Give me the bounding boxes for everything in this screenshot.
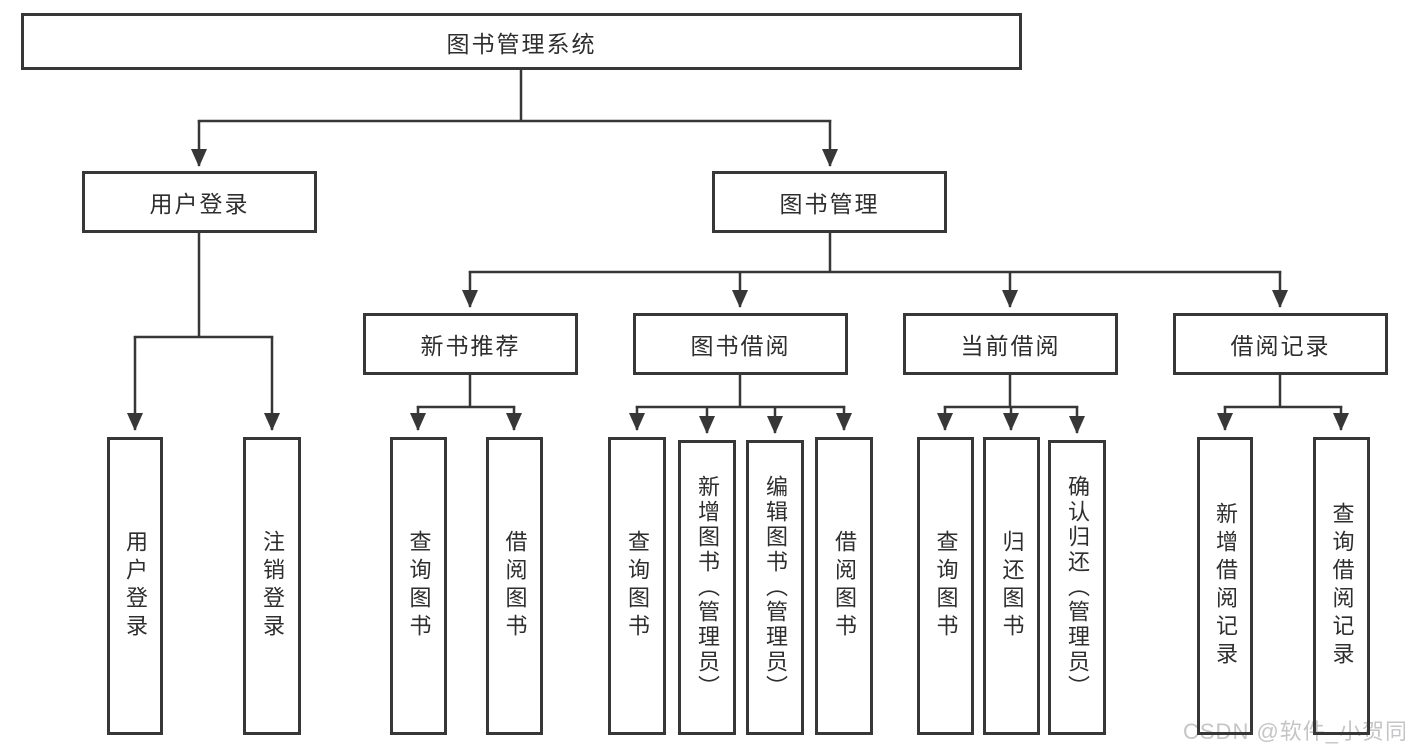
node-book-management: 图书管理 bbox=[712, 171, 947, 233]
leaf-borrow-books-recommend: 借阅图书 bbox=[486, 437, 543, 735]
leaf-edit-books-admin-label: 编辑图书（管理员） bbox=[763, 475, 788, 700]
leaf-query-books-borrow-label: 查询图书 bbox=[625, 530, 650, 642]
leaf-return-books: 归还图书 bbox=[983, 437, 1040, 735]
leaf-query-books-current-label: 查询图书 bbox=[933, 530, 959, 642]
node-root-system: 图书管理系统 bbox=[21, 13, 1022, 70]
node-new-book-recommend: 新书推荐 bbox=[363, 313, 578, 375]
leaf-borrow-books-recommend-label: 借阅图书 bbox=[502, 530, 528, 642]
connector-user-login-to-leaves bbox=[127, 233, 280, 431]
connector-root-to-level2 bbox=[191, 70, 838, 167]
csdn-watermark: CSDN @软件_小贺同学 bbox=[1183, 719, 1405, 744]
leaf-add-books-admin-label: 新增图书（管理员） bbox=[695, 475, 720, 700]
leaf-logout: 注销登录 bbox=[243, 437, 301, 735]
leaf-query-books-borrow: 查询图书 bbox=[608, 437, 666, 735]
leaf-confirm-return-admin-label: 确认归还（管理员） bbox=[1065, 475, 1090, 700]
leaf-borrow-books-label: 借阅图书 bbox=[832, 530, 857, 642]
node-user-login: 用户登录 bbox=[82, 171, 317, 233]
leaf-query-books-recommend: 查询图书 bbox=[390, 437, 447, 735]
leaf-query-books-recommend-label: 查询图书 bbox=[406, 530, 432, 642]
leaf-add-books-admin: 新增图书（管理员） bbox=[678, 440, 736, 735]
node-borrow-records: 借阅记录 bbox=[1173, 313, 1388, 375]
leaf-return-books-label: 归还图书 bbox=[999, 530, 1025, 642]
connector-borrow-records-to-leaves bbox=[1217, 375, 1349, 431]
connector-book-borrow-to-leaves bbox=[629, 375, 852, 434]
node-current-borrow: 当前借阅 bbox=[903, 313, 1118, 375]
connector-current-borrow-to-leaves bbox=[937, 375, 1085, 434]
leaf-borrow-books: 借阅图书 bbox=[815, 437, 873, 735]
leaf-add-borrow-record-label: 新增借阅记录 bbox=[1213, 502, 1238, 670]
connector-new-book-recommend-to-leaves bbox=[410, 375, 522, 431]
leaf-query-borrow-record: 查询借阅记录 bbox=[1313, 437, 1370, 735]
leaf-edit-books-admin: 编辑图书（管理员） bbox=[746, 440, 804, 735]
connector-book-management-to-level3 bbox=[462, 233, 1288, 308]
leaf-confirm-return-admin: 确认归还（管理员） bbox=[1048, 440, 1106, 735]
node-book-borrow: 图书借阅 bbox=[633, 313, 848, 375]
leaf-query-borrow-record-label: 查询借阅记录 bbox=[1329, 502, 1355, 670]
leaf-query-books-current: 查询图书 bbox=[917, 437, 974, 735]
leaf-user-login: 用户登录 bbox=[107, 437, 163, 735]
leaf-logout-label: 注销登录 bbox=[260, 530, 285, 642]
leaf-add-borrow-record: 新增借阅记录 bbox=[1197, 437, 1253, 735]
leaf-user-login-label: 用户登录 bbox=[123, 530, 148, 642]
